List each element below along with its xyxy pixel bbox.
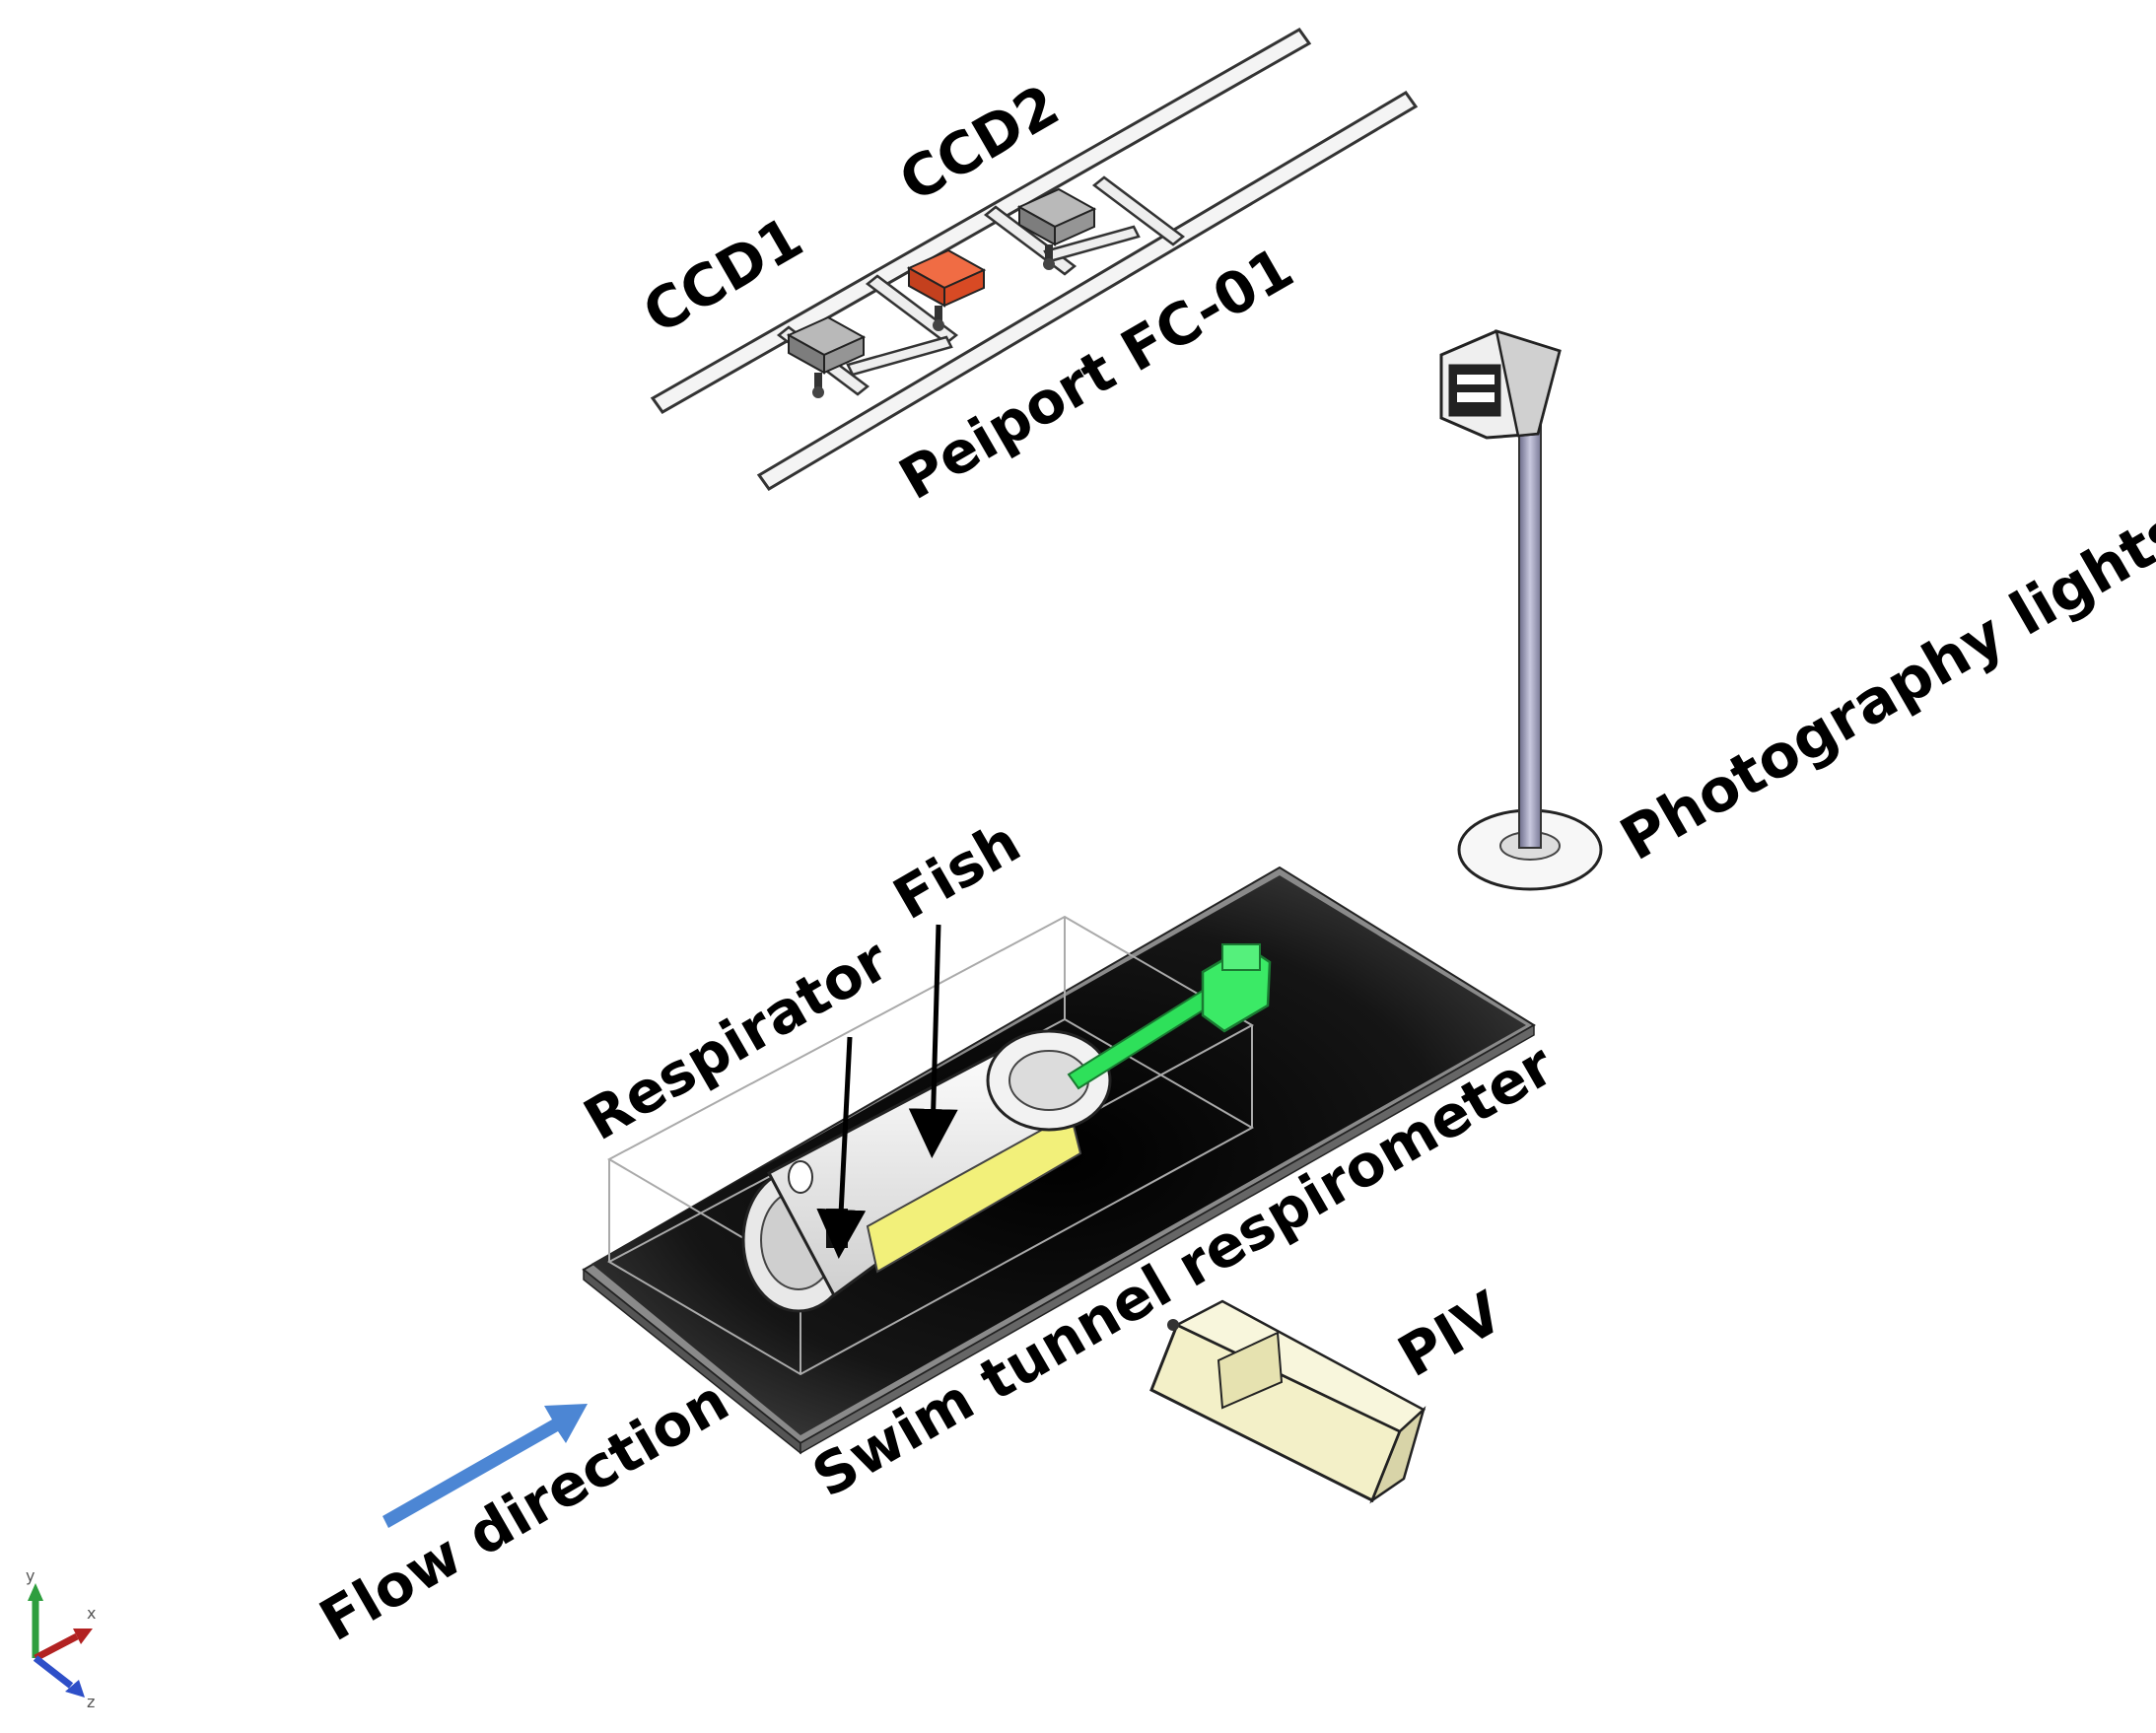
piv-label: PIV [1387, 1279, 1513, 1390]
motor-shaft [1067, 943, 1272, 1090]
photography-lights-label: Photography lights [1610, 496, 2156, 874]
axis-x-label: x [87, 1604, 96, 1623]
fish-label: Fish [882, 808, 1031, 934]
flow-arrow [383, 1404, 588, 1528]
photography-light [1439, 329, 1603, 891]
flow-direction-label: Flow direction [309, 1366, 739, 1654]
respirator-pointer [816, 1036, 867, 1259]
ccd1-camera [786, 315, 867, 398]
axis-triad: y x z [26, 1566, 96, 1711]
camera-rail [650, 28, 1419, 491]
axis-z-label: z [87, 1693, 95, 1711]
piv-device [1149, 1299, 1426, 1504]
fish-pointer [908, 924, 958, 1158]
ccd3-camera [1016, 187, 1097, 270]
axis-y-label: y [26, 1566, 35, 1585]
ccd2-camera [906, 248, 987, 331]
